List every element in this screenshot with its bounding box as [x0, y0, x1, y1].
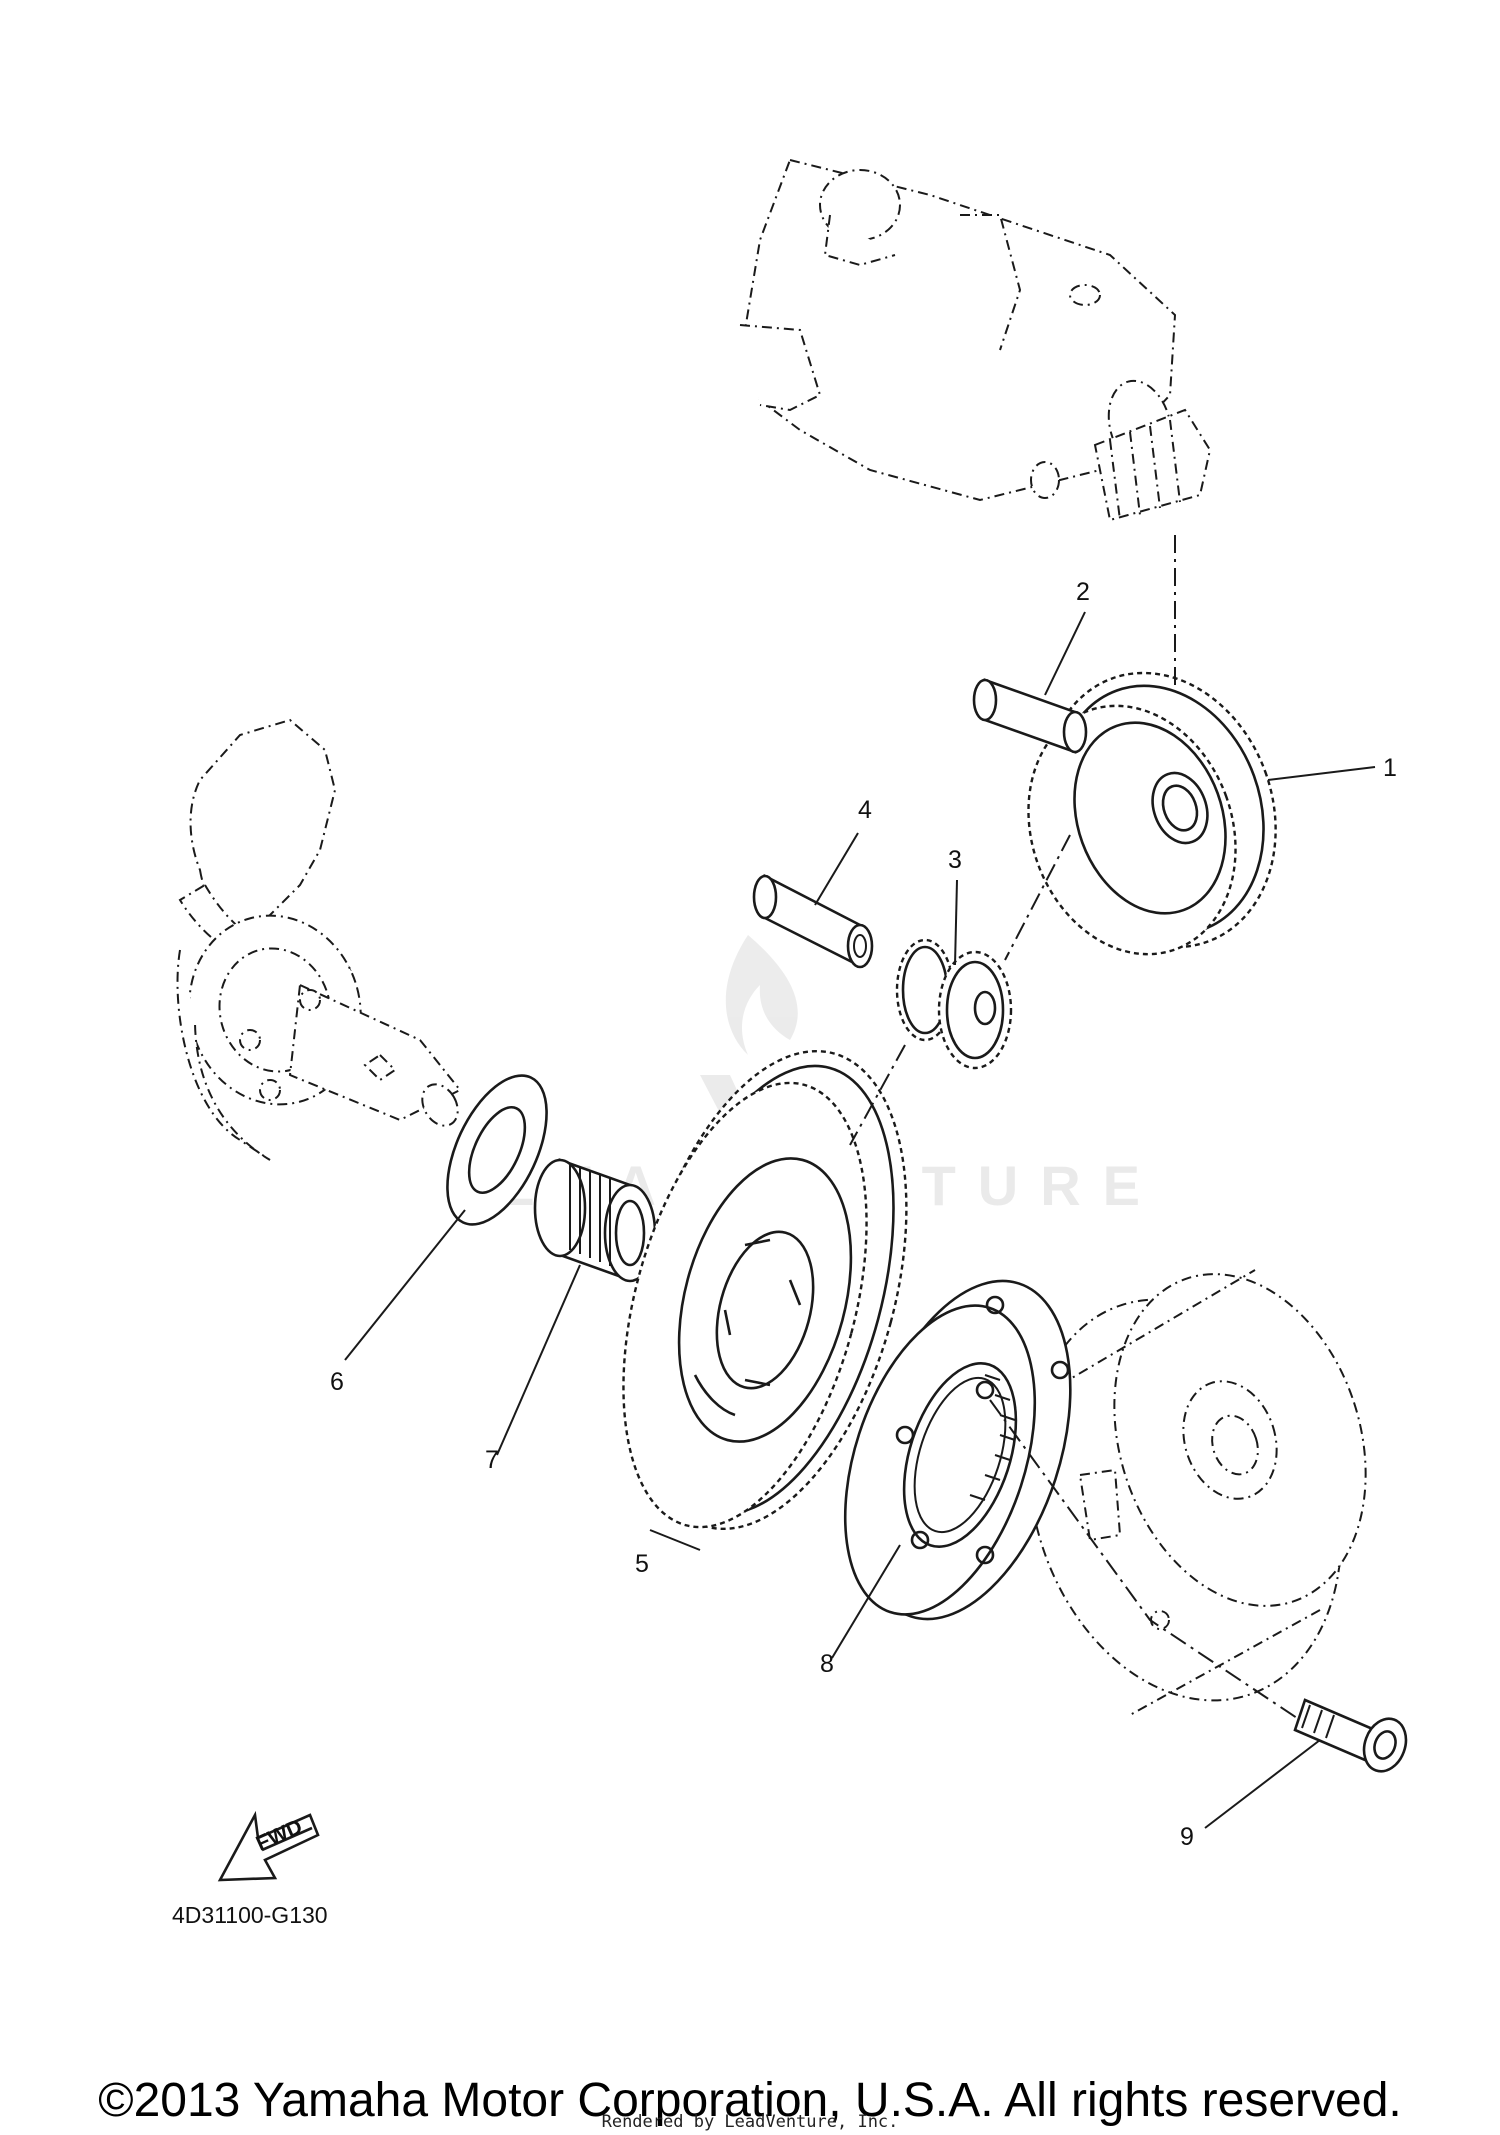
leader-6: [344, 1209, 466, 1361]
callout-6: 6: [330, 1368, 344, 1396]
part-4-shaft: [752, 873, 874, 969]
leader-3: [954, 879, 958, 966]
assembly-lines: [849, 535, 1301, 1721]
leader-1: [1267, 766, 1376, 781]
part-5-wheel-gear: [622, 1049, 908, 1531]
callout-9: 9: [1180, 1823, 1194, 1851]
part-6-washer: [446, 1074, 548, 1226]
part-7-bearing: [533, 1158, 657, 1283]
callout-7: 7: [485, 1446, 499, 1474]
leader-lines: [344, 611, 1376, 1829]
crankshaft-ghost: [176, 718, 462, 1161]
part-1-idle-gear: [1027, 671, 1277, 956]
leader-4: [814, 832, 859, 906]
leader-8: [831, 1544, 901, 1659]
callout-1: 1: [1383, 754, 1397, 782]
leader-7: [496, 1264, 581, 1456]
leader-2: [1044, 611, 1086, 696]
callout-8: 8: [820, 1650, 834, 1678]
rotor-ghost: [1027, 1269, 1367, 1716]
callout-2: 2: [1076, 578, 1090, 606]
diagram-code: 4D31100-G130: [172, 1902, 328, 1928]
leader-9: [1204, 1739, 1321, 1829]
callout-numbers: 1 2 3 4 5 6 7 8 9: [330, 578, 1397, 1851]
callout-4: 4: [858, 796, 872, 824]
part-2-shaft: [972, 678, 1088, 754]
leader-5: [649, 1529, 701, 1551]
fwd-arrow-icon: FWD: [217, 1810, 320, 1882]
part-8-clutch: [843, 1279, 1072, 1621]
callout-5: 5: [635, 1550, 649, 1578]
starter-motor-ghost: [739, 158, 1212, 522]
callout-3: 3: [948, 846, 962, 874]
part-9-bolt: [1293, 1698, 1408, 1773]
part-3-small-gear: [895, 938, 1013, 1070]
copyright-notice: ©2013 Yamaha Motor Corporation, U.S.A. A…: [98, 2074, 1402, 2127]
rendered-by-notice: Rendered by LeadVenture, Inc.: [601, 2112, 899, 2132]
